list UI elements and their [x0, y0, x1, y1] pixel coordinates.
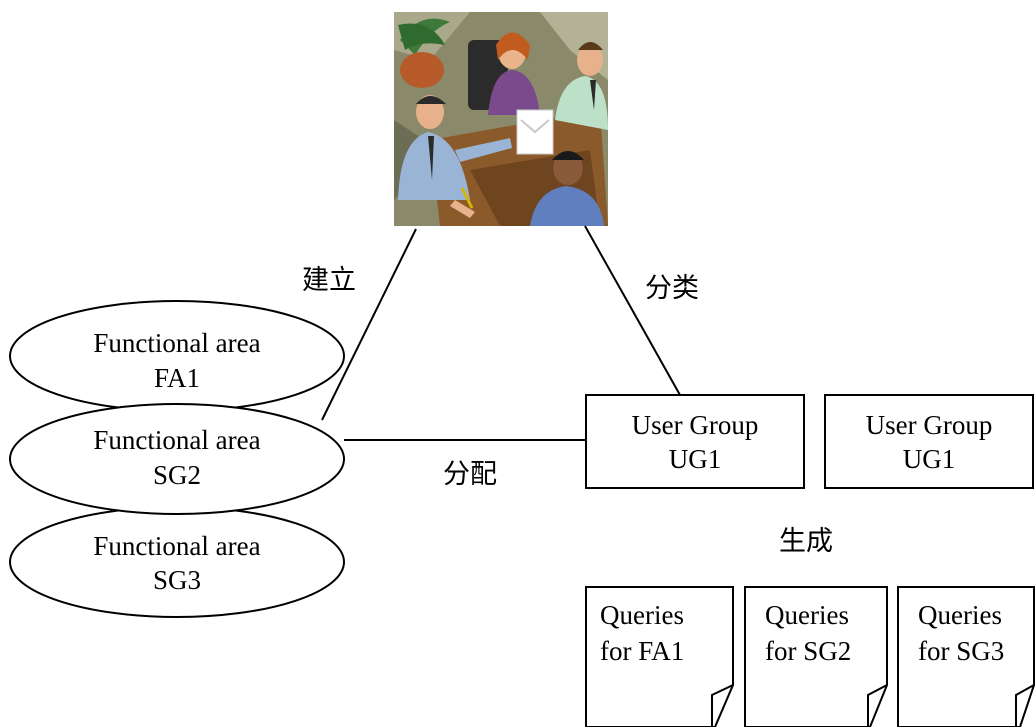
user-group-1: User Group UG1 — [585, 394, 805, 489]
user-group-1-code: UG1 — [669, 444, 722, 474]
classify-connector — [584, 225, 681, 396]
user-group-1-title: User Group — [632, 410, 759, 440]
query-doc-2-scope: for SG2 — [765, 636, 851, 666]
query-doc-3: Queries for SG3 — [897, 586, 1035, 727]
user-group-2-code: UG1 — [903, 444, 956, 474]
assign-label: 分配 — [443, 459, 497, 490]
query-doc-1-scope: for FA1 — [600, 636, 684, 666]
functional-area-3-title: Functional area — [93, 531, 260, 561]
functional-area-1-title: Functional area — [93, 328, 260, 358]
query-doc-2-title: Queries — [765, 600, 849, 630]
generate-label: 生成 — [779, 526, 833, 557]
business-meeting-clipart — [394, 12, 608, 226]
functional-area-2: Functional area SG2 — [9, 403, 345, 515]
query-doc-2: Queries for SG2 — [744, 586, 888, 727]
build-label: 建立 — [302, 265, 356, 296]
classify-label: 分类 — [645, 273, 699, 304]
user-group-2: User Group UG1 — [824, 394, 1034, 489]
functional-area-2-code: SG2 — [153, 460, 201, 490]
functional-area-1-code: FA1 — [154, 363, 200, 393]
functional-area-2-title: Functional area — [93, 425, 260, 455]
user-group-2-title: User Group — [866, 410, 993, 440]
build-connector — [321, 228, 417, 421]
query-doc-3-scope: for SG3 — [918, 636, 1004, 666]
query-doc-1: Queries for FA1 — [585, 586, 734, 727]
query-doc-3-title: Queries — [918, 600, 1002, 630]
functional-area-1: Functional area FA1 — [9, 300, 345, 412]
query-doc-1-title: Queries — [600, 600, 684, 630]
functional-area-3-code: SG3 — [153, 565, 201, 595]
functional-area-3: Functional area SG3 — [9, 506, 345, 618]
